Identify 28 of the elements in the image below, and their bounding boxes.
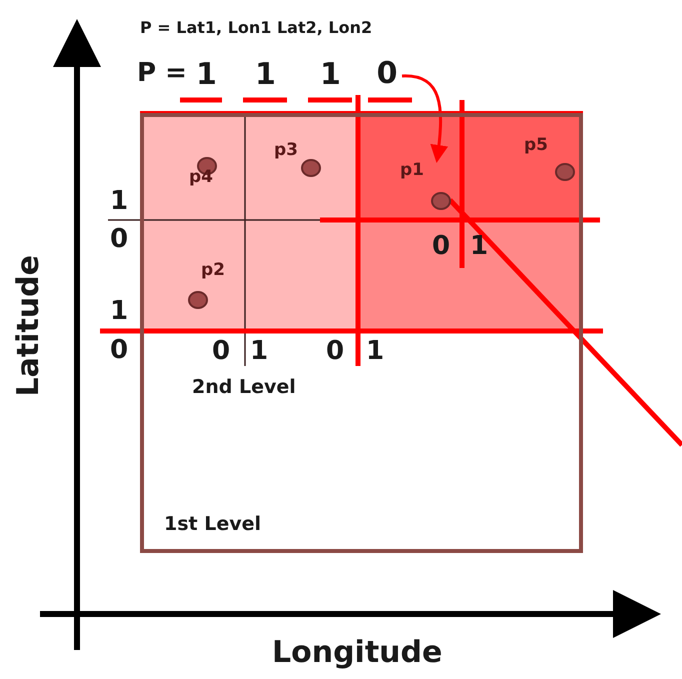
bit-digit: 1 bbox=[255, 60, 276, 90]
bit-digit: 1 bbox=[196, 60, 217, 90]
axis-title: Longitude bbox=[272, 638, 442, 668]
point-label: p3 bbox=[274, 142, 298, 159]
formula-prefix: P = bbox=[137, 60, 187, 86]
axis-bit: 0 bbox=[110, 337, 128, 363]
level-box bbox=[140, 113, 583, 553]
data-point bbox=[524, 137, 574, 182]
axis-bit: 0 bbox=[432, 233, 450, 259]
axis-bit: 1 bbox=[110, 188, 128, 214]
pointer-arrow bbox=[402, 74, 448, 163]
axis-bit: 1 bbox=[470, 233, 488, 259]
point-label: p4 bbox=[189, 169, 213, 186]
axis-bit: 1 bbox=[110, 298, 128, 324]
level-label: 2nd Level bbox=[192, 378, 296, 397]
axis-bit: 0 bbox=[110, 226, 128, 252]
axis-bit: 1 bbox=[366, 338, 384, 364]
point-label: p1 bbox=[400, 162, 424, 179]
bit-digit: 0 bbox=[374, 57, 400, 91]
point-label: p5 bbox=[524, 137, 548, 154]
axis-title: Latitude bbox=[14, 255, 44, 397]
formula-legend: P = Lat1, Lon1 Lat2, Lon2 bbox=[140, 20, 372, 36]
bit-digit: 1 bbox=[320, 60, 341, 90]
axis-bit: 0 bbox=[212, 338, 230, 364]
level-label: 1st Level bbox=[164, 515, 262, 534]
point-label: p2 bbox=[201, 262, 225, 279]
axis-bit: 0 bbox=[326, 338, 344, 364]
axis-bit: 1 bbox=[250, 338, 268, 364]
